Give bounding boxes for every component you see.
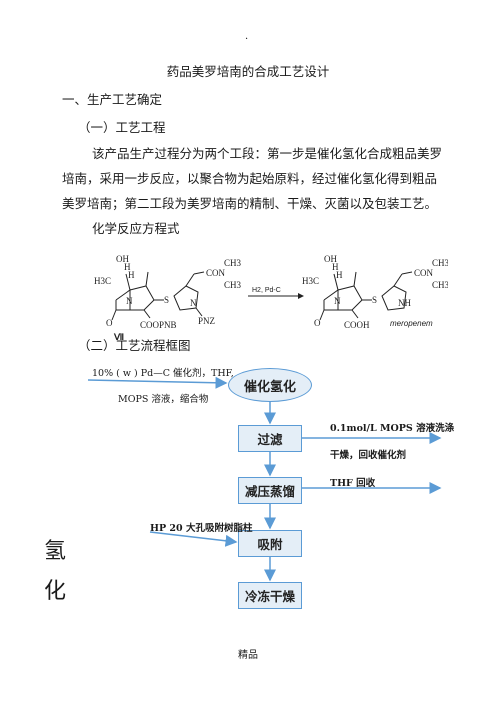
output-note-recover-catalyst: 干燥，回收催化剂 xyxy=(330,450,407,461)
side-char-1: 氢 xyxy=(44,539,67,564)
subsection-heading-1: （一）工艺工程 xyxy=(78,120,166,135)
paragraph-line-3: 美罗培南；第二工段为美罗培南的精制、干燥、灭菌以及包装工艺。 xyxy=(62,196,438,211)
flow-step-vacuum-distillation: 减压蒸馏 xyxy=(238,477,302,504)
product-oh: OH xyxy=(324,254,337,264)
input-note-resin: HP 20 大孔吸附树脂柱 xyxy=(150,523,253,534)
flow-step-adsorption: 吸附 xyxy=(238,530,302,557)
input-arrow xyxy=(87,376,228,389)
product-cooh: COOH xyxy=(344,320,370,330)
paragraph-line-2: 培南，采用一步反应，以聚合物为起始原料，经过催化氢化得到粗品 xyxy=(62,171,438,186)
reaction-heading: 化学反应方程式 xyxy=(92,221,180,236)
reactant-h3c: H3C xyxy=(94,276,111,286)
input-note-line-1: 10% ( w ) Pd—C 催化剂，THF, xyxy=(92,368,234,379)
reactant-coopnb: COOPNB xyxy=(140,320,177,330)
product-s: S xyxy=(372,295,377,305)
product-ch3-a: CH3 xyxy=(432,258,448,268)
reactant-s: S xyxy=(164,295,169,305)
side-char-2: 化 xyxy=(44,579,67,604)
reactant-label: Ⅶ xyxy=(113,332,124,340)
product-n1: N xyxy=(334,296,341,306)
flow-step-freeze-drying: 冷冻干燥 xyxy=(238,582,302,609)
reactant-ch3-a: CH3 xyxy=(224,258,242,268)
reactant-structure xyxy=(111,271,205,321)
paragraph-line-1: 该产品生产过程分为两个工段：第一步是催化氢化合成粗品美罗 xyxy=(92,146,443,161)
product-o: O xyxy=(314,318,321,328)
reaction-conditions: H2, Pd-C xyxy=(252,287,281,294)
header-mark: · xyxy=(245,34,249,45)
product-label: meropenem xyxy=(390,319,433,328)
reactant-oh: OH xyxy=(116,254,129,264)
page-footer: 精品 xyxy=(238,650,258,661)
reactant-o: O xyxy=(106,318,113,328)
reactant-h1: H xyxy=(124,262,131,272)
reactant-con: CON xyxy=(206,268,226,278)
flow-step-filtration: 过滤 xyxy=(238,425,302,452)
reactant-pnz: PNZ xyxy=(198,316,215,326)
product-structure xyxy=(319,271,413,321)
reactant-ch3-b: CH3 xyxy=(224,280,242,290)
reactant-n1: N xyxy=(126,296,133,306)
reactant-h2: H xyxy=(128,270,135,280)
flow-step-catalytic-hydrogenation: 催化氢化 xyxy=(228,368,312,402)
product-nh: NH xyxy=(398,298,411,308)
section-heading: 一、生产工艺确定 xyxy=(62,92,163,107)
product-h1: H xyxy=(332,262,339,272)
output-note-thf: THF 回收 xyxy=(330,478,376,489)
input-note-line-2: MOPS 溶液，缩合物 xyxy=(118,394,209,405)
output-note-wash: 0.1mol/L MOPS 溶液洗涤 xyxy=(330,423,455,434)
product-h3c: H3C xyxy=(302,276,319,286)
page-title: 药品美罗培南的合成工艺设计 xyxy=(166,64,330,79)
product-h2: H xyxy=(336,270,343,280)
subsection-heading-2: （二）工艺流程框图 xyxy=(78,338,191,353)
reaction-scheme: OH H H3C H CON CH3 CH3 S N O N COOPNB PN… xyxy=(94,254,448,340)
reactant-n2: N xyxy=(190,298,197,308)
input-arrow-4 xyxy=(149,531,238,547)
reaction-arrow: H2, Pd-C xyxy=(248,287,304,299)
product-con: CON xyxy=(414,268,434,278)
product-ch3-b: CH3 xyxy=(432,280,448,290)
